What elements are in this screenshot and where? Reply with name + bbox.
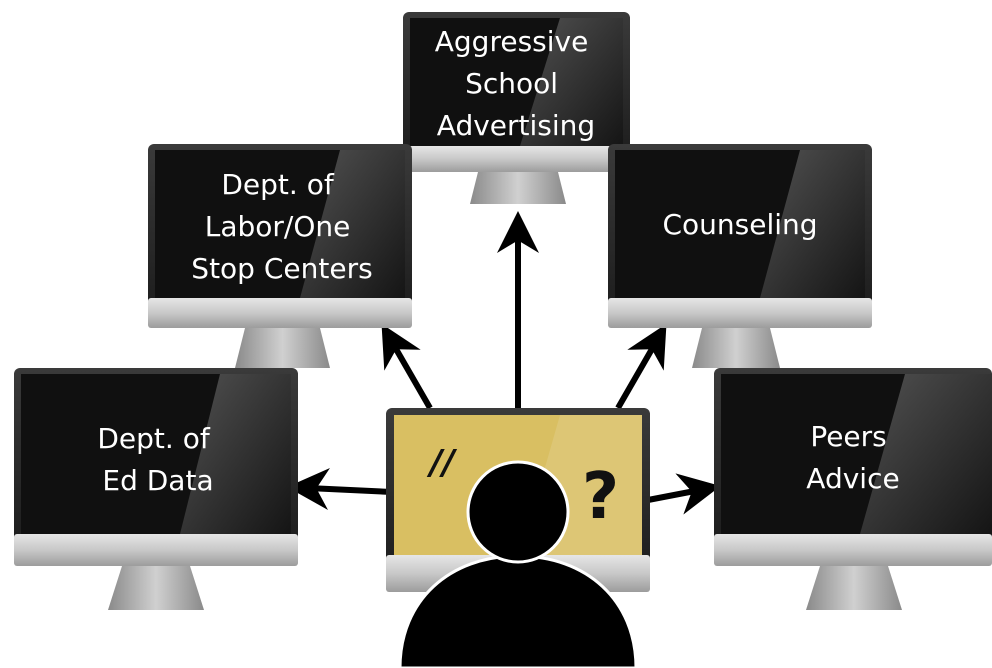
monitor-top-line-3: Advertising xyxy=(437,109,595,142)
monitor-upper-left-line-1: Dept. of xyxy=(221,168,334,201)
monitor-top: Aggressive School Advertising xyxy=(403,12,630,204)
arrow-upper-left xyxy=(381,323,433,410)
arrows xyxy=(287,211,721,515)
monitor-upper-left-line-3: Stop Centers xyxy=(191,252,372,285)
svg-text:Aggressive School: Aggressive School Advertising xyxy=(435,25,597,142)
monitor-upper-left-line-2: Labor/One xyxy=(205,210,351,243)
monitor-lower-right: Peers Advice xyxy=(714,368,992,610)
svg-text:Dept. of Labor/One: Dept. of Labor/One Stop Centers xyxy=(191,168,372,285)
arrow-right xyxy=(647,473,721,515)
quote-mark: // xyxy=(426,443,457,483)
person-silhouette xyxy=(398,460,638,668)
monitor-lower-left: Dept. of Ed Data xyxy=(14,368,298,610)
monitor-lower-left-line-2: Ed Data xyxy=(102,464,213,497)
monitor-upper-left: Dept. of Labor/One Stop Centers xyxy=(148,144,412,368)
svg-text:Counseling: Counseling xyxy=(662,208,817,241)
monitor-lower-right-line-1: Peers xyxy=(810,420,886,453)
svg-text:Peers Advice: Peers Advice xyxy=(806,420,899,495)
question-mark-icon: ? xyxy=(582,460,619,534)
arrow-upper-right xyxy=(615,323,667,410)
svg-text:Dept. of Ed Data: Dept. of Ed Data xyxy=(97,422,218,497)
monitor-top-line-2: School xyxy=(465,67,558,100)
monitor-upper-right-line-1: Counseling xyxy=(662,208,817,241)
monitor-upper-right: Counseling xyxy=(608,144,872,368)
monitor-lower-right-line-2: Advice xyxy=(806,462,899,495)
monitor-top-line-1: Aggressive xyxy=(435,25,589,58)
monitor-lower-left-line-1: Dept. of xyxy=(97,422,210,455)
arrow-left xyxy=(287,468,393,510)
